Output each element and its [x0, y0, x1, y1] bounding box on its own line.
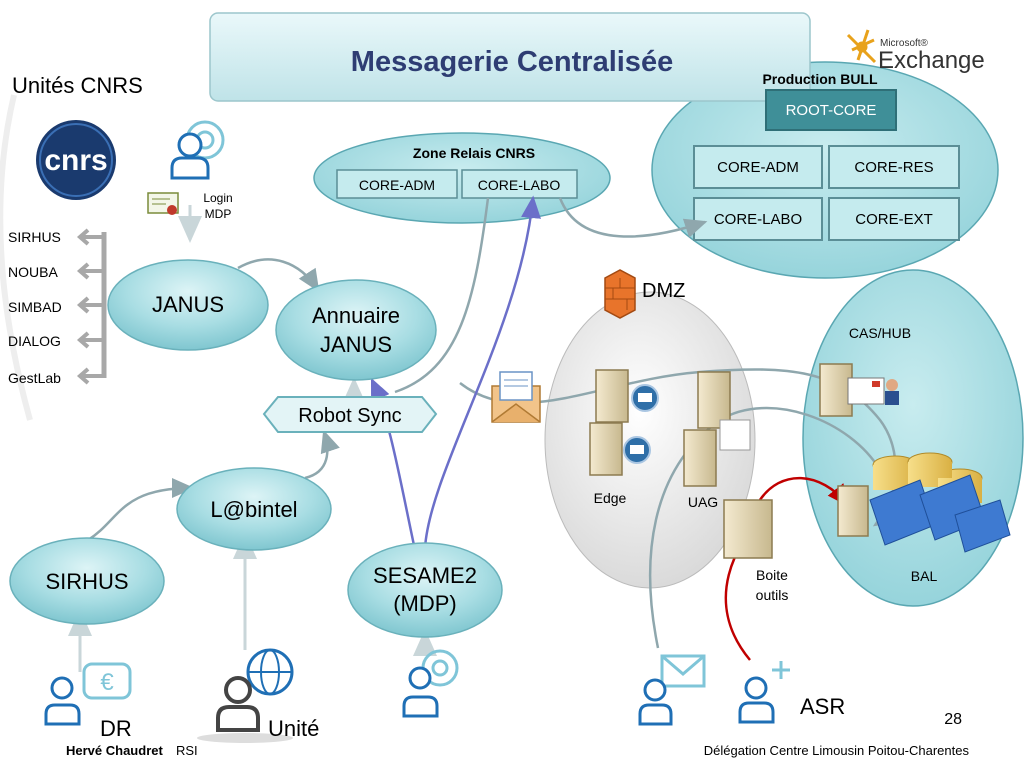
add-user-icon	[738, 661, 790, 724]
app-sirhus-label: SIRHUS	[8, 229, 61, 245]
relais-core-labo-box	[461, 169, 578, 199]
labintel-label: L@bintel	[210, 497, 297, 522]
root-core-box	[765, 89, 897, 131]
relais-core-adm-box	[336, 169, 458, 199]
left-arc	[0, 94, 33, 421]
sirhus-node	[9, 537, 165, 625]
production-title: Production BULL	[762, 71, 878, 87]
robot-sync-label: Robot Sync	[298, 405, 401, 427]
sesame-label-2: (MDP)	[393, 591, 457, 616]
link-relais-prod	[558, 197, 708, 238]
uag-server-2-icon	[683, 419, 751, 487]
exchange-microsoft-text: Microsoft®	[880, 38, 929, 49]
gear-user-icon-bottom	[402, 649, 459, 718]
link-sesame-relais	[423, 195, 541, 549]
dr-user-euro-icon: €	[44, 662, 132, 726]
exchange-logo-icon	[846, 29, 877, 64]
sirhus-label: SIRHUS	[45, 569, 128, 594]
sesame-label-1: SESAME2	[373, 563, 477, 588]
link-sirhus-labintel	[87, 478, 195, 542]
page-number: 28	[944, 711, 962, 728]
relais-core-adm-label: CORE-ADM	[359, 177, 435, 193]
svg-text:€: €	[100, 669, 114, 696]
app-dialog-label: DIALOG	[8, 333, 61, 349]
footer-author: Hervé Chaudret	[66, 743, 163, 758]
boite-outils-server-icon	[723, 499, 773, 559]
envelope-icon	[491, 371, 541, 423]
cnrs-logo-text: cnrs	[44, 144, 107, 177]
mdp-label: MDP	[205, 207, 232, 221]
janus-node	[107, 259, 269, 351]
prod-core-res-label: CORE-RES	[854, 159, 933, 176]
prod-core-adm-box	[693, 145, 823, 189]
dr-label: DR	[100, 716, 132, 741]
root-core-label: ROOT-CORE	[786, 102, 877, 119]
annuaire-janus-node	[275, 279, 437, 381]
prod-core-res-box	[828, 145, 960, 189]
app-arrows	[76, 228, 104, 385]
cas-hub-zone	[802, 269, 1024, 607]
firewall-icon	[604, 269, 636, 319]
app-gestlab-label: GestLab	[8, 370, 61, 386]
cas-hub-label: CAS/HUB	[849, 325, 911, 341]
title-banner	[209, 12, 811, 102]
units-title: Unités CNRS	[12, 73, 143, 98]
page-title: Messagerie Centralisée	[351, 46, 673, 78]
uag-label: UAG	[688, 494, 718, 510]
link-robot-relais	[394, 197, 490, 394]
boite-label-2: outils	[756, 587, 789, 603]
prod-core-ext-label: CORE-EXT	[855, 211, 933, 228]
mail-user-icon	[638, 654, 706, 726]
app-nouba-label: NOUBA	[8, 264, 58, 280]
footer-role: RSI	[176, 743, 198, 758]
boite-label-1: Boite	[756, 567, 788, 583]
sesame2-node	[347, 542, 503, 638]
cnrs-logo	[36, 120, 116, 200]
login-label: Login	[203, 191, 232, 205]
footer-delegation: Délégation Centre Limousin Poitou-Charen…	[704, 743, 970, 758]
link-sesame-annuaire	[370, 377, 417, 551]
exchange-product-text: Exchange	[878, 47, 985, 74]
link-janus-annuaire	[237, 258, 320, 293]
link-labintel-robot	[304, 429, 340, 480]
robot-sync-node	[262, 396, 438, 433]
uag-server-1-icon	[697, 371, 731, 429]
annuaire-label-1: Annuaire	[312, 303, 400, 328]
certificate-icon	[147, 192, 179, 215]
edge-server-2-icon	[589, 422, 651, 476]
dmz-title: DMZ	[642, 280, 685, 302]
app-simbad-label: SIMBAD	[8, 299, 62, 315]
asr-label: ASR	[800, 694, 845, 719]
unite-user-globe-icon	[197, 648, 294, 743]
gear-user-icon-top	[170, 120, 225, 180]
prod-core-ext-box	[828, 197, 960, 241]
prod-core-adm-label: CORE-ADM	[717, 159, 799, 176]
edge-server-1-icon	[595, 369, 659, 423]
labintel-node	[176, 467, 332, 551]
relais-title: Zone Relais CNRS	[413, 145, 535, 161]
prod-core-labo-label: CORE-LABO	[714, 211, 802, 228]
relais-core-labo-label: CORE-LABO	[478, 177, 561, 193]
unite-label: Unité	[268, 716, 319, 741]
bal-mailbox-icon	[837, 452, 1011, 553]
prod-core-labo-box	[693, 197, 823, 241]
cas-hub-server-icon	[819, 363, 899, 417]
annuaire-label-2: JANUS	[320, 332, 392, 357]
edge-label: Edge	[594, 490, 627, 506]
janus-label: JANUS	[152, 292, 224, 317]
bal-label: BAL	[911, 568, 938, 584]
